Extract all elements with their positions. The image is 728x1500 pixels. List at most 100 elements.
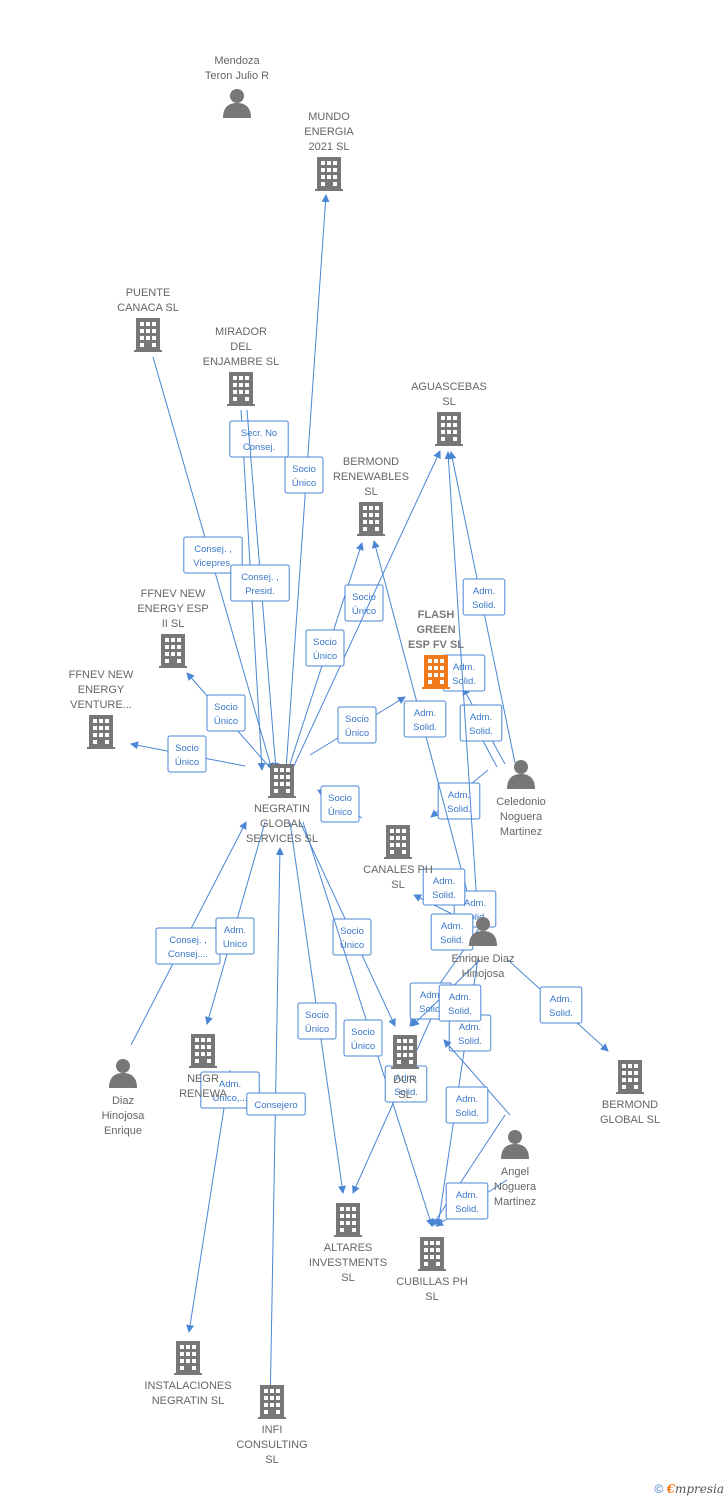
- relationship-edge[interactable]: Adm.Solid.: [371, 540, 476, 922]
- relationship-edge[interactable]: Consej. ,Vicepres.: [152, 356, 274, 771]
- node-label: CUBILLAS PH: [396, 1276, 468, 1288]
- node-label: Hinojosa: [102, 1110, 146, 1122]
- relationship-edge[interactable]: Adm.Unico: [205, 821, 266, 1025]
- relationship-edge[interactable]: Consej. ,Presid.: [230, 409, 290, 771]
- edge-label-text: Adm.: [456, 1094, 478, 1105]
- relationship-edge[interactable]: Adm.Solid.: [507, 959, 609, 1052]
- node-label: GLOBAL: [260, 818, 304, 830]
- edge-label-text: Único: [352, 606, 376, 617]
- relationship-edge[interactable]: Consej. ,Consej....: [130, 821, 247, 1046]
- node-canales[interactable]: CANALES PH SL: [363, 825, 433, 891]
- relationship-edge[interactable]: Adm.Solid.: [413, 868, 473, 925]
- node-label: Diaz: [112, 1095, 134, 1107]
- edge-line: [443, 1039, 511, 1116]
- building-icon: [616, 1060, 644, 1094]
- relationship-edge[interactable]: Socio Único: [291, 450, 441, 771]
- relationship-edge[interactable]: Consejero: [246, 847, 306, 1413]
- relationship-edge[interactable]: Adm.Solid.: [459, 704, 503, 768]
- node-label: Mendoza: [214, 55, 260, 67]
- node-label: SL: [341, 1272, 354, 1284]
- edge-label-text: Vicepres.: [193, 558, 232, 569]
- edge-label-text: Solid.: [413, 722, 437, 733]
- node-label: BERMOND: [343, 456, 399, 468]
- node-label: NEGRATIN SL: [152, 1395, 225, 1407]
- edge-label-text: Adm.: [456, 1190, 478, 1201]
- relationship-edge[interactable]: Adm.Solid.: [431, 1086, 506, 1227]
- node-label: INVESTMENTS: [309, 1257, 387, 1269]
- edge-label-text: Único: [313, 651, 337, 662]
- node-dur[interactable]: DUR SL: [391, 1035, 419, 1101]
- building-icon: [174, 1341, 202, 1375]
- edge-label-text: Secr. No: [241, 428, 277, 439]
- node-label: Celedonio: [496, 796, 546, 808]
- edge-label-text: Consej....: [168, 949, 208, 960]
- building-icon: [357, 502, 385, 536]
- node-label: 2021 SL: [309, 141, 350, 153]
- edge-label-box: [337, 706, 377, 744]
- relationship-edge[interactable]: Adm.Unico,...: [186, 1069, 260, 1333]
- node-label: CANALES PH: [363, 864, 433, 876]
- relationship-edge[interactable]: Adm. Solid.: [448, 451, 516, 764]
- relationship-edge[interactable]: Adm.Solid.: [384, 1039, 511, 1116]
- edge-label-text: Adm.: [395, 1073, 417, 1084]
- edge-label-text: Adm.: [464, 898, 486, 909]
- person-icon: [223, 89, 251, 118]
- node-label: SL: [364, 486, 377, 498]
- node-label: SL: [265, 1454, 278, 1466]
- relationship-edge[interactable]: Adm.Solid.: [411, 959, 482, 1027]
- relationship-edge[interactable]: Adm.Solid.: [409, 913, 483, 1027]
- edge-label-text: Adm.: [459, 1022, 481, 1033]
- node-label: SL: [398, 1089, 411, 1101]
- edge-label-box: [438, 984, 482, 1022]
- node-label: MUNDO: [308, 111, 350, 123]
- empresia-logo-e: €: [666, 1482, 675, 1496]
- building-icon: [134, 318, 162, 352]
- relationship-edge[interactable]: Adm.Solid.: [430, 769, 489, 820]
- building-icon: [418, 1237, 446, 1271]
- edge-label-text: Adm.: [470, 712, 492, 723]
- node-label: DUR: [393, 1074, 417, 1086]
- edge-label-box: [539, 986, 583, 1024]
- edge-label-text: Socio: [345, 714, 369, 725]
- edge-label-text: Solid.: [452, 676, 476, 687]
- node-label: SL: [391, 879, 404, 891]
- relationship-edge[interactable]: Adm.Solid.: [435, 1179, 508, 1227]
- node-ffnevv[interactable]: FFNEV NEWENERGYVENTURE...: [69, 669, 134, 749]
- building-icon: [87, 715, 115, 749]
- node-label: VENTURE...: [70, 699, 132, 711]
- building-icon: [258, 1385, 286, 1419]
- edge-label-text: Socio: [328, 793, 352, 804]
- edge-label-text: Único: [214, 716, 238, 727]
- edge-label-text: Adm.: [224, 925, 246, 936]
- edge-label-text: Único: [292, 478, 316, 489]
- node-label: FFNEV NEW: [69, 669, 134, 681]
